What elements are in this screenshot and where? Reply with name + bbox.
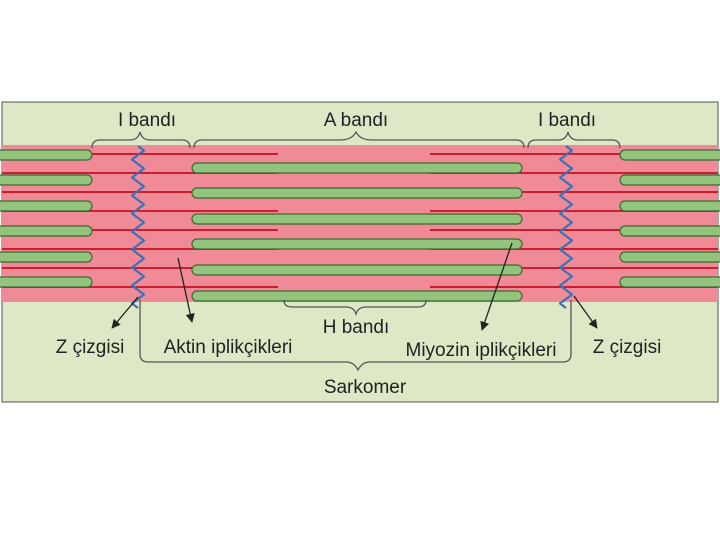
actin-arrow (177, 257, 195, 323)
myosin-arrow (480, 242, 513, 331)
z-line-left-arrow (111, 296, 139, 329)
myosin-filament (0, 225, 93, 237)
sarcomere-bracket (139, 300, 572, 372)
myosin-filament (0, 149, 93, 161)
h-band-label: H bandı (323, 317, 390, 338)
h-band-bracket (283, 299, 427, 317)
i-band-left-label: I bandı (118, 110, 176, 131)
i-band-right-bracket (527, 131, 621, 149)
myosin-filaments (0, 149, 720, 302)
a-band-label: A bandı (324, 110, 388, 131)
z-line (558, 145, 574, 309)
myosin-filament (191, 162, 523, 174)
z-line-right-label: Z çizgisi (593, 337, 662, 358)
myosin-filament (191, 290, 523, 302)
myosin-filament (191, 238, 523, 250)
z-line-right-arrow (573, 295, 598, 329)
a-band-bracket (193, 130, 525, 149)
myosin-filament (619, 276, 720, 288)
myosin-filament (0, 200, 93, 212)
myosin-filament (0, 251, 93, 263)
myosin-filament (619, 149, 720, 161)
myosin-filament (619, 225, 720, 237)
myosin-filament (0, 174, 93, 186)
i-band-left-bracket (91, 131, 191, 149)
myosin-filament (619, 251, 720, 263)
z-line-left-label: Z çizgisi (56, 337, 125, 358)
actin-label: Aktin iplikçikleri (164, 337, 293, 358)
myosin-filament (191, 213, 523, 225)
myosin-filament (0, 276, 93, 288)
i-band-right-label: I bandı (538, 110, 596, 131)
top-brackets (91, 130, 621, 149)
myosin-filament (619, 200, 720, 212)
pointer-arrows (111, 242, 598, 331)
myosin-filament (191, 187, 523, 199)
sarcomere-label: Sarkomer (324, 377, 407, 398)
myosin-filament (619, 174, 720, 186)
z-lines (130, 145, 574, 309)
myosin-label: Miyozin iplikçikleri (406, 340, 557, 361)
myosin-filament (191, 264, 523, 276)
z-line (130, 145, 146, 309)
